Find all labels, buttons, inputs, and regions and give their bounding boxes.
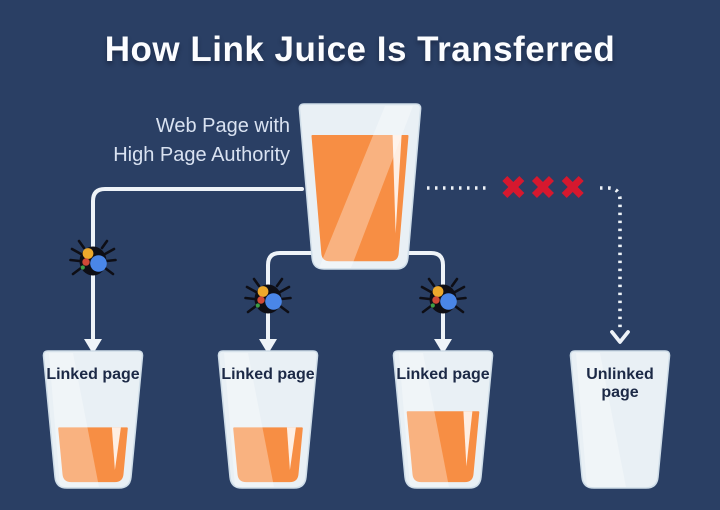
dotted-arrowhead-unlinked	[610, 330, 630, 344]
arrowhead-linked-1	[84, 339, 102, 354]
glass-art	[390, 350, 496, 490]
glass-label: Linked page	[221, 366, 315, 383]
juice-glass-linked-3: Linked page	[390, 350, 496, 490]
dotted-line-blocked-right	[600, 186, 622, 331]
arrow-line-to-linked-1	[91, 187, 304, 342]
glass-label: Unlinked page	[586, 366, 654, 401]
arrow-line-to-linked-3	[358, 251, 445, 342]
glass-art	[215, 350, 321, 490]
juice-glass-unlinked: Unlinked page	[567, 350, 673, 490]
juice-glass-source	[295, 103, 425, 271]
glass-art	[295, 103, 425, 271]
crawler-bug-icon	[419, 277, 467, 315]
crawler-bug-icon	[244, 277, 292, 315]
juice-glass-linked-2: Linked page	[215, 350, 321, 490]
arrowhead-linked-2	[259, 339, 277, 354]
glass-art	[567, 350, 673, 490]
glass-label: Linked page	[396, 366, 490, 383]
arrowhead-linked-3	[434, 339, 452, 354]
glass-art	[40, 350, 146, 490]
crawler-bug-icon	[69, 239, 117, 277]
glass-label: Linked page	[46, 366, 140, 383]
source-page-label: Web Page with High Page Authority	[113, 115, 290, 166]
blocked-x-icon: ✖✖✖	[499, 168, 589, 207]
juice-glass-linked-1: Linked page	[40, 350, 146, 490]
arrow-line-to-linked-2	[266, 251, 362, 342]
page-title: How Link Juice Is Transferred	[104, 30, 616, 69]
